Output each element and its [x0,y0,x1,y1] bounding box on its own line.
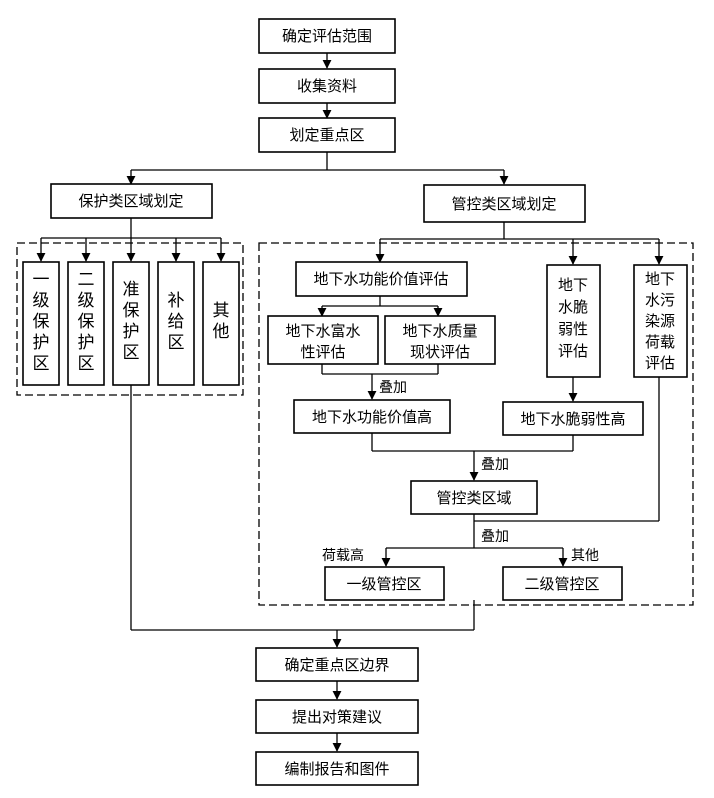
node-report: 编制报告和图件 [255,751,419,786]
gw-rich-eval-line: 性评估 [300,343,345,361]
node-gw-function-eval-label: 地下水功能价值评估 [313,270,448,288]
gw-vulnerability-eval-line: 地下 [558,276,588,294]
connectors [36,53,664,752]
gw-vulnerability-eval-line: 弱性 [558,320,588,338]
level1-protect-char: 一 [33,270,50,290]
node-level2-control-label: 二级管控区 [524,575,599,593]
node-protect-zone-label: 保护类区域划定 [78,192,183,210]
level1-protect-char: 护 [33,333,50,353]
node-scope-label: 确定评估范围 [282,27,372,45]
node-gw-vulnerability-eval: 地下 水脆 弱性 评估 [546,264,601,378]
node-report-label: 编制报告和图件 [284,760,389,778]
node-other-zone: 其 他 [202,261,240,386]
gw-rich-eval-line: 地下水富水 [285,322,360,340]
node-level2-protect: 二 级 保 护 区 [67,261,105,386]
node-gw-function-eval: 地下水功能价值评估 [295,261,468,297]
gw-pollution-eval-line: 荷载 [645,333,675,351]
node-gw-pollution-eval: 地下 水污 染源 荷载 评估 [633,264,688,378]
label-other: 其他 [571,548,599,564]
gw-pollution-eval-line: 评估 [645,354,675,372]
level1-protect-char: 保 [33,312,50,332]
node-key-area: 划定重点区 [258,117,396,153]
node-recharge-zone: 补 给 区 [157,261,195,386]
node-key-area-label: 划定重点区 [289,126,364,144]
label-overlay3: 叠加 [481,529,509,545]
quasi-protect-char: 区 [123,343,140,363]
gw-quality-eval-line: 现状评估 [410,343,470,361]
node-gw-function-high-label: 地下水功能价值高 [312,408,432,426]
quasi-protect-char: 准 [123,280,140,300]
recharge-zone-char: 补 [168,291,185,311]
control-zone-group [258,242,694,606]
node-gw-vulnerability-high-label: 地下水脆弱性高 [520,410,625,428]
node-control-zone: 管控类区域划定 [423,184,586,223]
level2-protect-char: 护 [78,333,95,353]
recharge-zone-char: 区 [168,333,185,353]
node-level1-control-label: 一级管控区 [346,575,421,593]
recharge-zone-char: 给 [168,312,185,332]
node-gw-quality-eval: 地下水质量 现状评估 [384,315,496,365]
other-zone-char: 其 [213,301,230,321]
node-control-area-label: 管控类区域 [436,489,511,507]
node-gw-function-high: 地下水功能价值高 [293,399,451,434]
node-quasi-protect: 准 保 护 区 [112,261,150,386]
level2-protect-char: 二 [78,270,95,290]
level2-protect-char: 区 [78,354,95,374]
level1-protect-char: 区 [33,354,50,374]
node-gw-vulnerability-high: 地下水脆弱性高 [502,401,644,436]
level2-protect-char: 级 [78,291,95,311]
label-overlay1: 叠加 [379,380,407,396]
node-gw-rich-eval: 地下水富水 性评估 [267,315,379,365]
level2-protect-char: 保 [78,312,95,332]
protect-zone-group [16,242,244,396]
gw-quality-eval-line: 地下水质量 [402,322,477,340]
node-level1-control: 一级管控区 [324,566,445,601]
node-control-zone-label: 管控类区域划定 [451,195,556,213]
node-collect: 收集资料 [258,68,396,104]
node-protect-zone: 保护类区域划定 [50,183,213,219]
label-overlay2: 叠加 [481,457,509,473]
node-boundary-label: 确定重点区边界 [284,656,389,674]
node-measures-label: 提出对策建议 [292,708,382,726]
node-measures: 提出对策建议 [255,699,419,734]
gw-vulnerability-eval-line: 评估 [558,342,588,360]
gw-pollution-eval-line: 水污 [645,291,675,309]
node-collect-label: 收集资料 [297,77,357,95]
node-level2-control: 二级管控区 [502,566,623,601]
gw-vulnerability-eval-line: 水脆 [558,298,588,316]
node-level1-protect: 一 级 保 护 区 [22,261,60,386]
node-scope: 确定评估范围 [258,18,396,54]
other-zone-char: 他 [213,322,230,342]
label-load-high: 荷载高 [322,547,364,564]
gw-pollution-eval-line: 染源 [645,312,675,330]
gw-pollution-eval-line: 地下 [645,270,675,288]
quasi-protect-char: 护 [123,322,140,342]
node-boundary: 确定重点区边界 [255,647,419,682]
quasi-protect-char: 保 [123,301,140,321]
level1-protect-char: 级 [33,291,50,311]
node-control-area: 管控类区域 [410,480,538,515]
